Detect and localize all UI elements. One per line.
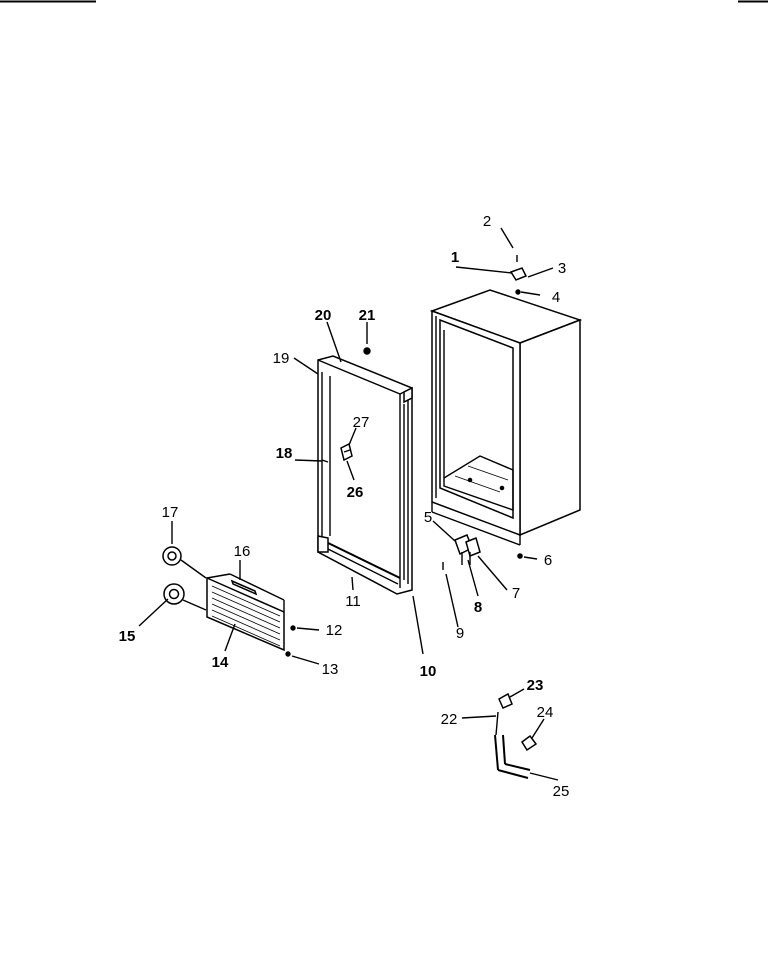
callout-13: 13 [322, 661, 339, 678]
callout-24: 24 [537, 704, 554, 721]
door-assembly [317, 355, 413, 595]
callout-22: 22 [441, 711, 458, 728]
callout-10: 10 [420, 663, 437, 680]
top-hinge [509, 255, 528, 295]
callout-23: 23 [527, 677, 544, 694]
callout-25: 25 [553, 783, 570, 800]
callout-26: 26 [347, 484, 364, 501]
callout-9: 9 [456, 625, 464, 642]
callout-17: 17 [162, 504, 179, 521]
callout-6: 6 [544, 552, 552, 569]
door-handle-bracket [340, 442, 353, 462]
callout-18: 18 [276, 445, 293, 462]
callout-21: 21 [359, 307, 376, 324]
callout-8: 8 [474, 599, 482, 616]
cabinet-shell [429, 289, 583, 546]
callout-7: 7 [512, 585, 520, 602]
callout-3: 3 [558, 260, 566, 277]
callout-1: 1 [451, 249, 459, 266]
leader-lines [138, 227, 559, 781]
callout-15: 15 [119, 628, 136, 645]
callout-16: 16 [234, 543, 251, 560]
lower-hinge [442, 534, 523, 570]
callout-20: 20 [315, 307, 332, 324]
callout-2: 2 [483, 213, 491, 230]
callout-labels: 1 2 3 4 5 6 7 8 9 10 11 12 13 14 15 16 1… [119, 213, 570, 800]
plug-part-21 [363, 347, 371, 355]
strip-part-16 [230, 579, 258, 596]
drain-tube [494, 692, 538, 779]
round-parts-15-17 [162, 546, 185, 605]
callout-14: 14 [212, 654, 229, 671]
screws-12-13 [285, 625, 296, 657]
callout-12: 12 [326, 622, 343, 639]
callout-19: 19 [273, 350, 290, 367]
callout-27: 27 [353, 414, 370, 431]
callout-11: 11 [345, 593, 361, 610]
toe-grille [206, 573, 285, 652]
callout-5: 5 [424, 509, 432, 526]
callout-4: 4 [552, 289, 560, 306]
